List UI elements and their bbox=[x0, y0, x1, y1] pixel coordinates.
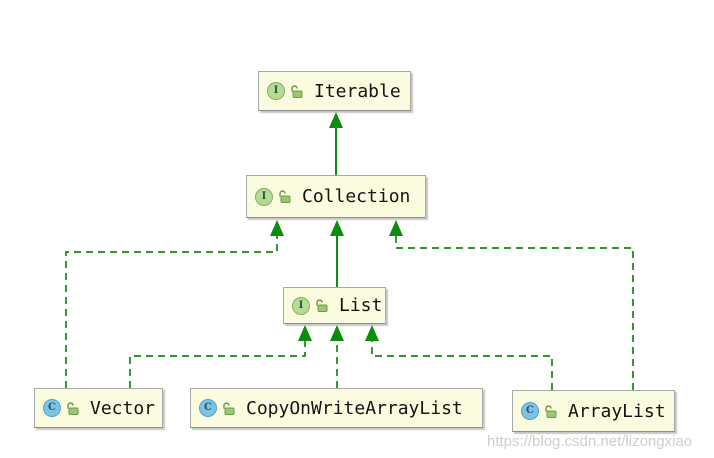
node-label: Iterable bbox=[314, 80, 401, 102]
edge-arraylist-to-list bbox=[371, 341, 553, 390]
node-label: ArrayList bbox=[568, 400, 666, 422]
class-icon: C bbox=[521, 402, 539, 420]
csdn-watermark: https://blog.csdn.net/lizongxiao bbox=[487, 433, 693, 450]
node-list[interactable]: I List bbox=[283, 287, 386, 324]
node-label: List bbox=[339, 295, 383, 316]
class-icon: C bbox=[43, 399, 61, 417]
arrowhead-arraylist-to-collection bbox=[389, 220, 403, 236]
class-icon: C bbox=[199, 399, 217, 417]
arrowhead-vector-to-collection bbox=[270, 220, 284, 236]
interface-icon-letter: I bbox=[298, 299, 304, 311]
unlock-icon bbox=[67, 401, 79, 415]
unlock-icon bbox=[291, 84, 303, 98]
node-vector[interactable]: C Vector bbox=[34, 388, 163, 428]
arrowhead-collection-to-iterable bbox=[329, 112, 343, 128]
unlock-icon bbox=[279, 190, 291, 203]
arrowhead-arraylist-to-list bbox=[365, 325, 379, 341]
interface-icon: I bbox=[255, 187, 273, 206]
node-copyonwritearraylist[interactable]: C CopyOnWriteArrayList bbox=[190, 388, 483, 428]
unlock-icon bbox=[316, 299, 328, 312]
interface-icon: I bbox=[292, 296, 310, 315]
node-label: CopyOnWriteArrayList bbox=[246, 397, 463, 419]
class-icon-letter: C bbox=[48, 402, 56, 413]
node-arraylist[interactable]: C ArrayList bbox=[512, 390, 675, 432]
arrowhead-list-to-collection bbox=[330, 220, 344, 236]
interface-icon-letter: I bbox=[273, 85, 279, 96]
node-label: Collection bbox=[302, 186, 411, 207]
edge-arraylist-to-collection bbox=[395, 236, 634, 390]
unlock-icon bbox=[545, 404, 557, 418]
node-label: Vector bbox=[90, 397, 156, 419]
edge-vector-to-list bbox=[129, 341, 306, 388]
interface-icon: I bbox=[267, 82, 285, 100]
arrowhead-copyonwritearraylist-to-list bbox=[330, 325, 344, 341]
class-icon-letter: C bbox=[204, 402, 212, 413]
node-iterable[interactable]: I Iterable bbox=[258, 71, 411, 111]
class-icon-letter: C bbox=[526, 405, 534, 416]
unlock-icon bbox=[223, 401, 235, 415]
interface-icon-letter: I bbox=[261, 190, 267, 202]
arrowhead-vector-to-list bbox=[298, 325, 312, 341]
edge-vector-to-collection bbox=[65, 236, 278, 388]
node-collection[interactable]: I Collection bbox=[246, 175, 426, 218]
